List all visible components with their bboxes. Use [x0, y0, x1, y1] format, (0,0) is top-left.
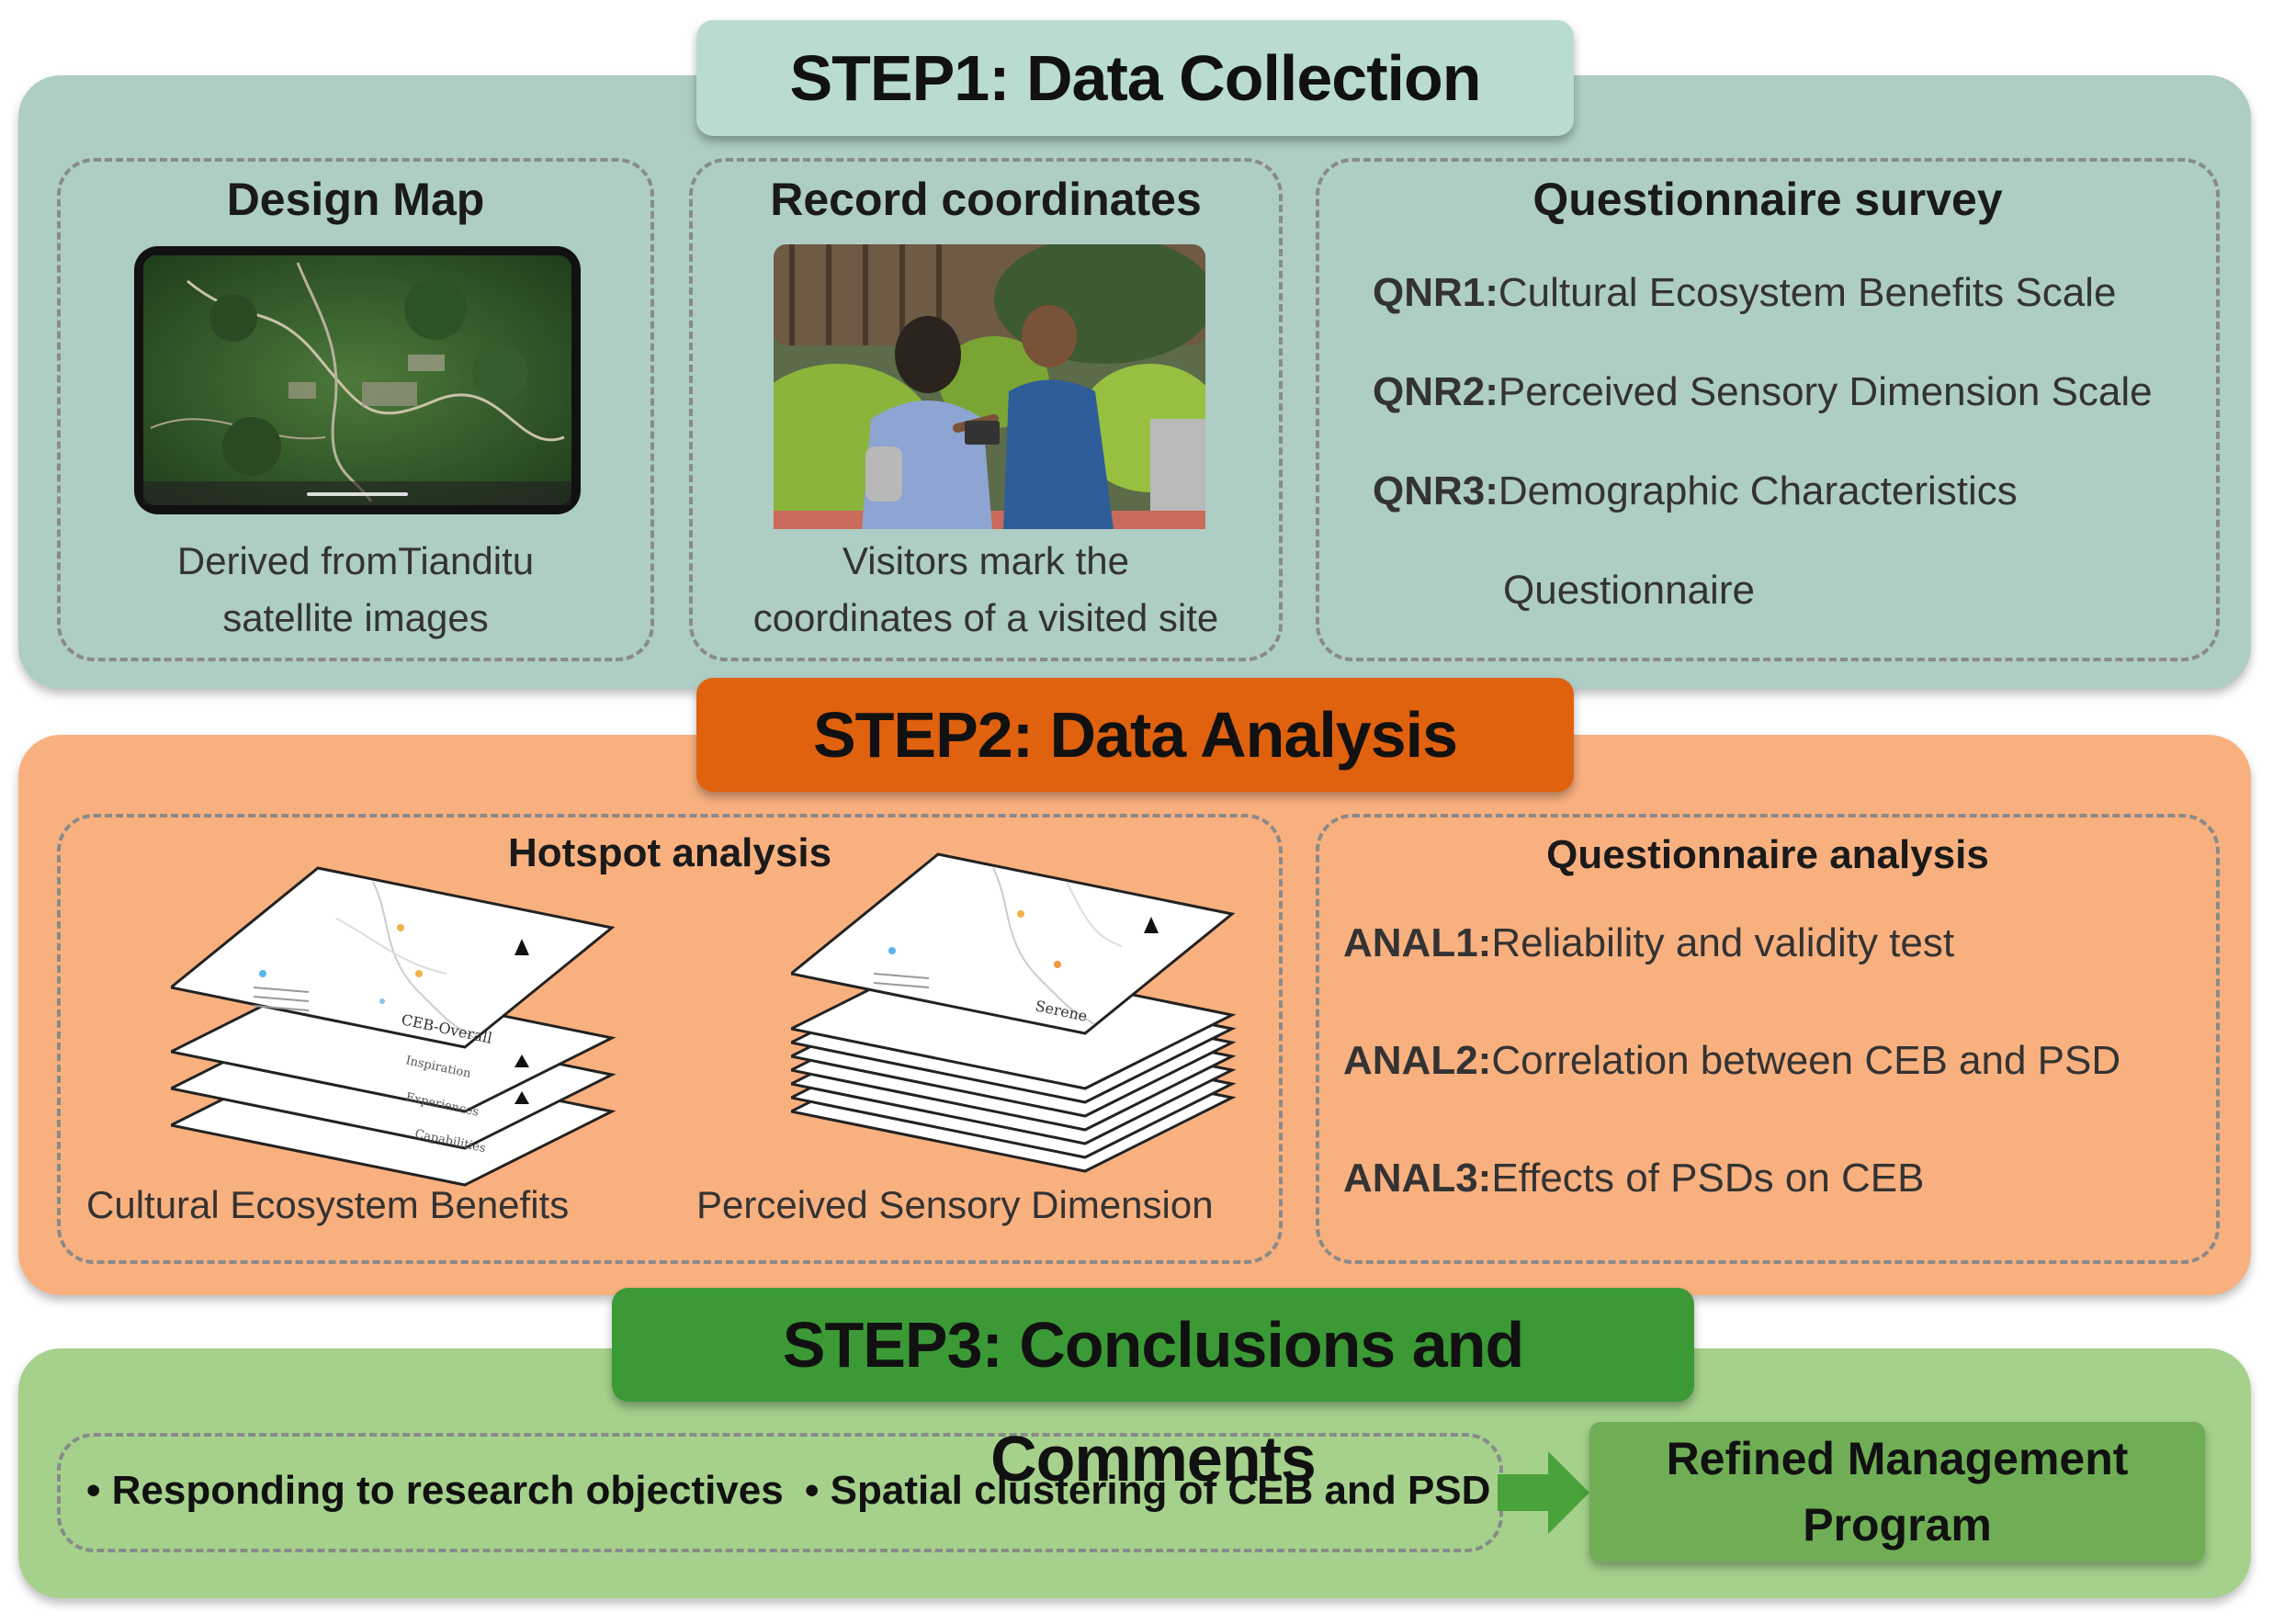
- anal1-text: Reliability and validity test: [1491, 920, 1955, 965]
- qnr1-item: QNR1:Cultural Ecosystem Benefits Scale: [1373, 270, 2116, 316]
- qnr2-item: QNR2:Perceived Sensory Dimension Scale: [1373, 369, 2153, 415]
- photo-visitors-icon: [774, 244, 1205, 529]
- design-map-title: Design Map: [226, 174, 485, 225]
- record-caption-line1: Visitors mark the: [842, 539, 1129, 582]
- questionnaire-survey-box: Questionnaire survey QNR1:Cultural Ecosy…: [1316, 158, 2220, 661]
- qnr1-text: Cultural Ecosystem Benefits Scale: [1498, 270, 2117, 315]
- questionnaire-survey-title: Questionnaire survey: [1532, 174, 2003, 225]
- design-map-caption-line2: satellite images: [222, 596, 489, 639]
- stacked-maps-icon: CEB-Overall Inspiration Experiences Capa…: [171, 866, 616, 1187]
- design-map-caption-line1: Derived fromTianditu: [176, 539, 535, 582]
- refined-line2: Program: [1803, 1499, 1992, 1551]
- qnr1-code: QNR1:: [1373, 270, 1498, 315]
- hotspot-analysis-box: Hotspot analysis CEB-Overall Inspiration…: [57, 814, 1283, 1264]
- hotspot-caption-psd: Perceived Sensory Dimension: [696, 1183, 1214, 1226]
- right-arrow-icon: [1498, 1451, 1589, 1534]
- hotspot-analysis-title: Hotspot analysis: [507, 830, 832, 875]
- step2-banner: STEP2: Data Analysis: [696, 678, 1574, 792]
- step3-banner: STEP3: Conclusions and Comments: [612, 1288, 1694, 1494]
- record-coordinates-box: Record coordinates Visitors mark the coo…: [689, 158, 1283, 661]
- north-arrow-icon: [515, 939, 529, 955]
- record-caption-line2: coordinates of a visited site: [752, 596, 1219, 639]
- tablet-map-icon: [134, 246, 581, 514]
- qnr2-text: Perceived Sensory Dimension Scale: [1498, 369, 2153, 414]
- record-coordinates-title: Record coordinates: [770, 174, 1202, 225]
- stacked-maps-psd-icon: Serene: [791, 852, 1237, 1173]
- hotspot-caption-ceb: Cultural Ecosystem Benefits: [86, 1183, 570, 1226]
- anal2-code: ANAL2:: [1343, 1038, 1492, 1083]
- qnr2-code: QNR2:: [1373, 369, 1498, 414]
- refined-management-program-box: Refined Management Program: [1589, 1422, 2205, 1562]
- anal3-text: Effects of PSDs on CEB: [1491, 1156, 1925, 1201]
- bullet-research-objectives: • Responding to research objectives: [86, 1468, 784, 1513]
- qnr3-continuation: Questionnaire: [1503, 568, 1755, 613]
- conclusions-box: • Responding to research objectives • Sp…: [57, 1433, 1503, 1552]
- anal3-code: ANAL3:: [1343, 1156, 1492, 1201]
- anal2-text: Correlation between CEB and PSD: [1491, 1038, 2121, 1083]
- bullet-spatial-clustering: • Spatial clustering of CEB and PSD: [805, 1468, 1490, 1514]
- qnr3-text: Demographic Characteristics: [1498, 468, 2018, 513]
- anal2-item: ANAL2:Correlation between CEB and PSD: [1343, 1038, 2120, 1084]
- step1-banner: STEP1: Data Collection: [696, 20, 1574, 136]
- anal1-code: ANAL1:: [1343, 920, 1492, 965]
- qnr3-item: QNR3:Demographic Characteristics: [1373, 468, 2018, 514]
- questionnaire-analysis-box: Questionnaire analysis ANAL1:Reliability…: [1316, 814, 2220, 1264]
- anal1-item: ANAL1:Reliability and validity test: [1343, 920, 1954, 966]
- qnr3-code: QNR3:: [1373, 468, 1498, 513]
- questionnaire-analysis-title: Questionnaire analysis: [1546, 832, 1989, 877]
- anal3-item: ANAL3:Effects of PSDs on CEB: [1343, 1156, 1925, 1201]
- refined-line1: Refined Management: [1666, 1433, 2129, 1484]
- design-map-box: Design Map Derived fromTianditu satellit…: [57, 158, 654, 661]
